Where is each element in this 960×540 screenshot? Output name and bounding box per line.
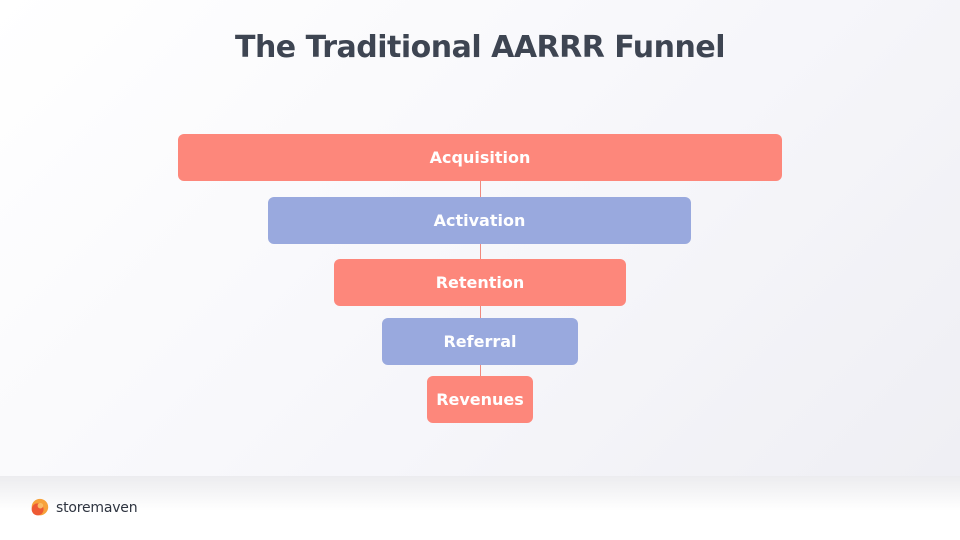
funnel-stage-activation: Activation <box>268 197 691 244</box>
brand-name: storemaven <box>56 500 138 516</box>
brand: storemaven <box>28 497 138 519</box>
funnel-stage-label: Acquisition <box>429 148 531 167</box>
funnel-stage-acquisition: Acquisition <box>178 134 782 181</box>
funnel-stage-referral: Referral <box>382 318 578 365</box>
funnel-stage-label: Retention <box>435 273 525 292</box>
footer-bar <box>0 476 960 540</box>
slide-title: The Traditional AARRR Funnel <box>234 30 726 65</box>
funnel-stage-label: Revenues <box>436 390 524 409</box>
funnel-stage-revenues: Revenues <box>427 376 533 423</box>
storemaven-logo-icon <box>31 498 49 516</box>
funnel-stage-retention: Retention <box>334 259 626 306</box>
funnel-stage-label: Activation <box>433 211 526 230</box>
funnel-stage-label: Referral <box>443 332 517 351</box>
